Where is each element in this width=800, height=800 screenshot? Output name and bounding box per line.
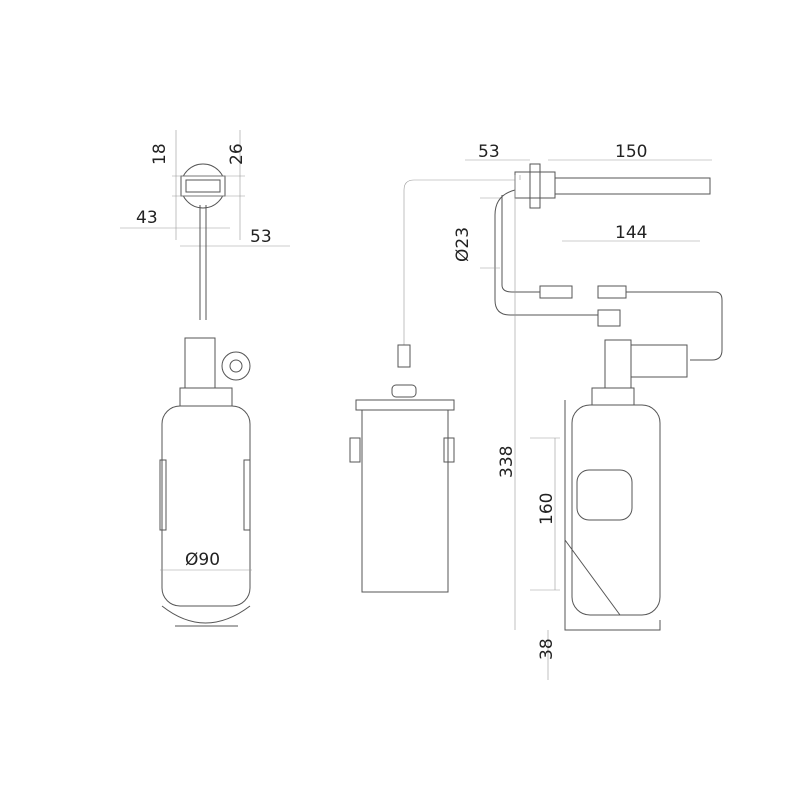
dim-338: 338 <box>497 446 517 478</box>
dim-150: 150 <box>615 142 647 162</box>
center-bottle <box>349 179 520 593</box>
left-top-view <box>120 130 290 320</box>
dim-43: 43 <box>136 208 158 228</box>
dim-144: 144 <box>615 223 647 243</box>
dim-38: 38 <box>537 638 557 660</box>
dim-26: 26 <box>227 143 247 165</box>
right-assembly <box>465 159 723 680</box>
dim-160: 160 <box>537 493 557 525</box>
dim-18: 18 <box>150 143 170 165</box>
dim-53-left: 53 <box>250 227 272 247</box>
left-bottle <box>159 337 252 627</box>
dim-o23: Ø23 <box>453 227 473 262</box>
dim-o90: Ø90 <box>185 550 220 570</box>
dim-53-right: 53 <box>478 142 500 162</box>
